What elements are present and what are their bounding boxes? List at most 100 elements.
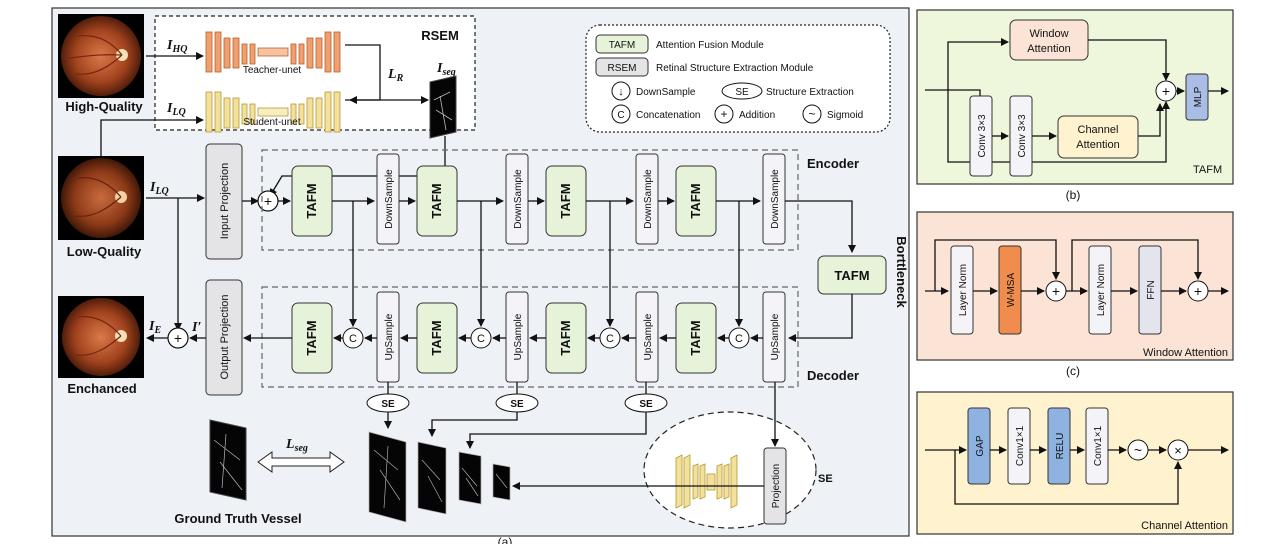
legend-sigmoid: Sigmoid [827,110,863,121]
ca-relu [1047,407,1071,485]
svg-text:Conv1×1: Conv1×1 [1093,425,1104,466]
svg-text:TAFM: TAFM [688,183,703,218]
legend-concat: Concatenation [636,110,701,121]
svg-text:RELU: RELU [1055,433,1066,460]
svg-text:TAFM: TAFM [558,320,573,355]
svg-text:+: + [174,330,182,346]
svg-text:+: + [1194,283,1202,299]
panel-d-name: Channel Attention [1141,520,1228,532]
i-prime-label: I′ [191,320,201,335]
svg-text:DownSample: DownSample [513,169,524,229]
encoder-label: Encoder [807,156,859,171]
panel-b: Window Attention Conv 3×3 Conv 3×3 Chann… [916,9,1234,202]
svg-text:+: + [1162,83,1170,99]
svg-text:+: + [1052,283,1060,299]
decoder-row: UpSample C TAFM UpSample C TAFM UpSample… [243,291,786,383]
svg-text:GAP: GAP [975,435,986,456]
student-unet [205,91,341,133]
input-projection-label: Input Projection [219,163,231,239]
student-label: Student-unet [243,117,300,128]
enhanced-label: Enchanced [67,381,136,396]
svg-text:C: C [735,333,743,345]
wa-layer-norm-1 [950,245,974,335]
teacher-unet [205,31,341,73]
skip-connections [349,201,743,327]
svg-text:Attention: Attention [1027,43,1070,55]
wa-layer-norm-2 [1088,245,1112,335]
legend-se-icon [721,82,763,100]
low-quality-image [58,156,144,240]
i-e-label: IE [148,319,161,336]
legend-concat-icon [611,104,631,124]
decoder-upsample-3 [635,291,659,383]
svg-text:Projection: Projection [771,464,782,508]
svg-text:↓: ↓ [618,86,624,98]
svg-text:C: C [349,333,357,345]
svg-text:C: C [477,333,485,345]
enhanced-image [58,296,144,378]
svg-text:SE: SE [510,399,524,410]
lseg-label: Lseg [285,437,308,454]
panel-b-caption: (b) [1066,188,1081,202]
legend-rsem-desc: Retinal Structure Extraction Module [656,63,814,74]
legend-rsem-abbr: RSEM [608,63,637,74]
svg-text:TAFM: TAFM [429,183,444,218]
se-module [643,411,817,529]
encoder-downsample-1 [376,153,400,245]
hq-label: High-Quality [65,99,143,114]
svg-text:TAFM: TAFM [429,320,444,355]
high-quality-image [58,14,144,98]
legend-addition: Addition [739,110,775,121]
svg-text:TAFM: TAFM [688,320,703,355]
output-projection-label: Output Projection [219,295,231,380]
svg-text:Layer Norm: Layer Norm [958,264,969,316]
tafm-channel-attention [1057,115,1139,159]
wa-ffn [1138,245,1162,335]
svg-text:Layer Norm: Layer Norm [1096,264,1107,316]
encoder-box [261,149,799,251]
decoder-box [261,286,799,388]
svg-text:DownSample: DownSample [770,169,781,229]
svg-text:Attention: Attention [1076,139,1119,151]
svg-text:Window: Window [1029,28,1068,40]
ca-conv1 [1007,407,1031,485]
bottleneck-label: Borttleneck [894,236,909,308]
i-lq-main-label: ILQ [149,180,169,197]
iseg-label: Iseg [436,61,456,78]
ground-truth-label: Ground Truth Vessel [174,511,301,526]
se-nodes: SE SE SE [366,382,668,449]
svg-text:UpSample: UpSample [643,313,654,360]
svg-text:SE: SE [735,87,749,98]
panel-c: Layer Norm W-MSA + Layer Norm FFN + Wind… [916,211,1234,378]
svg-text:UpSample: UpSample [770,313,781,360]
panel-a-caption: (a) [498,535,513,544]
svg-text:Conv1×1: Conv1×1 [1015,425,1026,466]
encoder-downsample-4 [762,153,786,245]
lr-label: LR [387,67,404,84]
svg-text:+: + [720,107,727,121]
legend-tafm-swatch [595,34,649,54]
ca-conv2 [1085,407,1109,485]
svg-text:MLP: MLP [1193,86,1204,107]
lq-label: Low-Quality [67,244,142,259]
i-hq-label: IHQ [166,38,187,55]
legend-addition-icon [714,104,734,124]
svg-text:FFN: FFN [1146,280,1157,299]
teacher-label: Teacher-unet [243,65,302,76]
legend-tafm-abbr: TAFM [609,40,635,51]
panel-a: High-Quality Low-Quality Enchanced RSEM … [51,7,910,544]
decoder-label: Decoder [807,368,859,383]
se-unet [675,454,738,509]
legend-rsem-swatch [595,57,649,77]
svg-text:W-MSA: W-MSA [1006,273,1017,308]
ca-gap [967,407,991,485]
svg-text:UpSample: UpSample [384,313,395,360]
svg-text:Channel: Channel [1078,124,1119,136]
panel-c-caption: (c) [1066,364,1080,378]
svg-text:TAFM: TAFM [834,268,869,283]
svg-text:TAFM: TAFM [304,183,319,218]
svg-text:SE: SE [381,399,395,410]
svg-text:DownSample: DownSample [384,169,395,229]
legend-tafm-desc: Attention Fusion Module [656,40,764,51]
